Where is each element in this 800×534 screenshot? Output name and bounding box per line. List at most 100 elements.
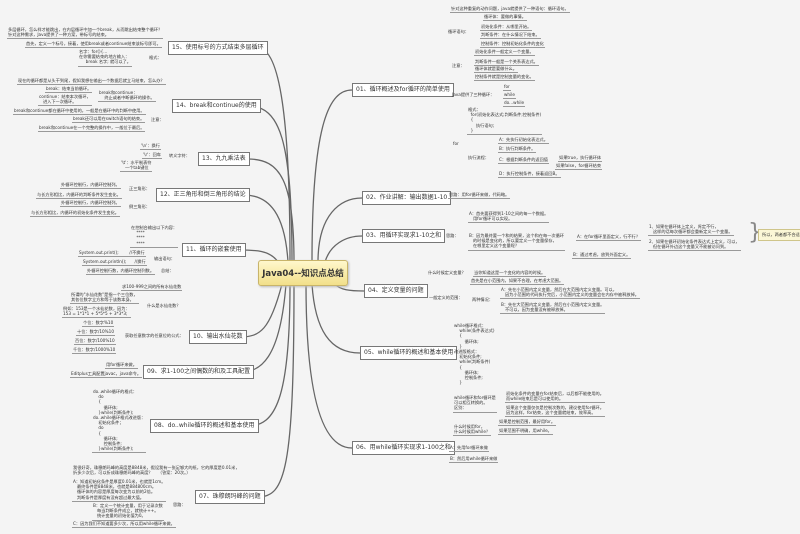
leaf-topic[interactable]: '\n'：换行 — [140, 143, 161, 151]
leaf-topic[interactable]: System.out.println(); //换行 — [82, 259, 147, 267]
leaf-topic[interactable]: 当你知道这是一个变化的内容的时候。 — [473, 270, 547, 278]
leaf-topic[interactable]: 初始化条件的变量在for结束后，以后都不能使用的。 而while结束后是可以使用… — [505, 391, 605, 404]
leaf-topic[interactable]: do..while循环的格式： do { 循环体; }while(判断条件); … — [92, 389, 147, 454]
branch-12-triangles[interactable]: 12、正三角形和倒三角形的结论 — [156, 188, 250, 202]
leaf-topic[interactable]: 控制条件：控制初始化条件的变化 — [480, 41, 545, 49]
leaf-topic[interactable]: 外循环控制行数，内循环控制列数。 — [86, 268, 156, 276]
leaf-topic[interactable]: break和continue： 终止或者中断循环的操作。 — [98, 90, 156, 103]
leaf-topic[interactable]: B：先在大范围内定义变量，然后在小范围内定义变量。 不可以，因为变量没有被释放掉… — [500, 302, 606, 315]
subtopic-label[interactable]: 注意： — [452, 63, 465, 68]
leaf-topic[interactable]: A：先在小范围内定义变量，然后在大范围内定义变量。可以， 因为小范围的代码执行完… — [500, 287, 640, 300]
leaf-topic[interactable]: 千位：数字/1000%10 — [72, 347, 117, 355]
leaf-topic[interactable]: C：因为我们不知道要多少次，所以用while循环来做。 — [72, 521, 176, 529]
leaf-topic[interactable]: 如果这个变量仅仅是控制次数的，建议使用for循环。 因为这样，for结束，这个变… — [505, 405, 605, 418]
leaf-topic[interactable]: 外循环控制行，内循环控制列。 — [60, 200, 121, 208]
subtopic-label[interactable]: for — [453, 141, 459, 146]
leaf-topic[interactable]: A：知道初始化条件是厚度0.01米，也就是1cm。 最终条件是8848米，也就是… — [72, 479, 167, 502]
leaf-topic[interactable]: 如果false，for循环结束 — [555, 163, 603, 171]
leaf-topic[interactable]: D：执行控制条件，接着返回B。 — [498, 171, 561, 179]
branch-08-do-while[interactable]: 08、do..while循环的概述和基本使用 — [150, 419, 259, 433]
leaf-topic[interactable]: 与长方形相比，内循环的判断条件发生变化。 — [36, 192, 122, 200]
callout-note[interactable]: 所以，两者都不合适。 — [758, 229, 800, 241]
leaf-topic[interactable]: 判断条件一般是一个关系表达式。 — [474, 59, 539, 67]
leaf-topic[interactable]: B：执行判断条件。 — [498, 146, 537, 154]
leaf-topic[interactable]: 2、如果在循环初始化条件表达式上定义，可以， 但在循环外边这个变量又不能被访问到… — [648, 239, 741, 252]
leaf-topic[interactable]: break和continue都在循环中使用的，一般是在循环中的判断中使用。 — [13, 108, 146, 116]
leaf-topic[interactable]: do...while — [503, 100, 526, 108]
subtopic-label[interactable]: 什么是水仙花数？ — [147, 303, 181, 308]
subtopic-label[interactable]: while循环格式： while(条件表达式) { 循环体; } 改进版格式： … — [454, 323, 495, 386]
leaf-topic[interactable]: 如果true，执行循环体 — [558, 155, 603, 163]
branch-03-sum-1-10[interactable]: 03、用循环实现求1-10之和 — [362, 229, 446, 243]
subtopic-label[interactable]: 总结： — [161, 268, 174, 273]
leaf-topic[interactable]: B：通过考虑，放到外面定义。 — [572, 252, 632, 260]
leaf-topic[interactable]: 用for循环来做。 — [105, 362, 138, 370]
subtopic-label[interactable]: 思路： — [173, 502, 186, 507]
leaf-topic[interactable]: '\t'：水平制表符 一个tab键位 — [120, 160, 153, 173]
leaf-topic[interactable]: 什么时候用for， 什么时候用while？ — [453, 424, 492, 437]
leaf-topic[interactable]: 求100-999之间的所有水仙花数 — [121, 284, 183, 292]
branch-13-multiplication-table[interactable]: 13、九九乘法表 — [198, 152, 250, 166]
leaf-topic[interactable]: break还可以用在switch语句的结束。 — [72, 116, 146, 124]
leaf-topic[interactable]: B：然后用while循环来做 — [449, 456, 499, 464]
leaf-topic[interactable]: C：根据判断条件的返回值 — [498, 157, 549, 165]
leaf-topic[interactable]: break和continue在一个完整的操作中，一般位于最后。 — [38, 125, 146, 133]
leaf-topic[interactable]: 1、如果在循环体上定义，肯定不行， 这样的话每次循环都会重新定义一个变量。 — [648, 224, 734, 237]
subtopic-label[interactable]: 我很好奇，珠穆朗玛峰的高度是8848米，假设我有一张足够大的纸，它的厚度是0.0… — [73, 465, 240, 476]
branch-02-output-1-10[interactable]: 02、作业讲解：输出数据1-10 — [362, 191, 452, 205]
leaf-topic[interactable]: '\r'：回车 — [142, 152, 162, 160]
leaf-topic[interactable]: A：在for循环里面定义，行不行？ — [576, 234, 642, 242]
leaf-topic[interactable]: 针对这种重复的动作问题，java就提供了一种语句：循环语句。 — [450, 6, 570, 14]
leaf-topic[interactable]: 个位：数字%10 — [82, 320, 115, 328]
leaf-topic[interactable]: for — [503, 84, 511, 92]
leaf-topic[interactable]: 在控制台输出以下内容： **** **** **** — [130, 225, 179, 248]
leaf-topic[interactable]: break：结束当前循环。 — [45, 86, 93, 94]
subtopic-label[interactable]: 注意： — [151, 117, 164, 122]
leaf-topic[interactable]: System.out.print(); //不换行 — [78, 250, 146, 258]
branch-05-while-loop[interactable]: 05、while循环的概述和基本使用 — [360, 346, 458, 360]
leaf-topic[interactable]: 首先是在小范围内，如果不合理，在考虑大范围。 — [470, 278, 565, 286]
subtopic-label[interactable]: 倒三角形： — [129, 204, 150, 209]
subtopic-label[interactable]: 获取任意数字的任意位的公式： — [125, 333, 184, 338]
leaf-topic[interactable]: 格式： for(初始化表达式;判断条件;控制条件) { 执行语句; } — [467, 107, 543, 136]
leaf-topic[interactable]: continue：结束本次循环， 进入下一次循环。 — [38, 94, 92, 107]
branch-11-nested-loops[interactable]: 11、循环的嵌套使用 — [182, 243, 246, 257]
subtopic-label[interactable]: Java提供了三种循环： — [452, 92, 495, 97]
subtopic-label[interactable]: 一般定义的范围： — [429, 295, 463, 300]
branch-14-break-continue[interactable]: 14、break和continue的使用 — [172, 99, 261, 113]
central-topic[interactable]: Java04--知识点总结 — [258, 260, 348, 286]
subtopic-label[interactable]: 格式： — [149, 55, 162, 60]
branch-07-everest[interactable]: 07、珠穆朗玛峰的问题 — [195, 490, 265, 504]
leaf-topic[interactable]: 判断条件：在什么情况下结束。 — [480, 32, 541, 40]
branch-15-labeled-break[interactable]: 15、使用标号的方式结束多层循环 — [168, 41, 268, 55]
leaf-topic[interactable]: B：定义一个统计变量，用于记录次数 每当判断条件成立，就统计++。 统计变量的初… — [92, 503, 164, 521]
branch-06-while-sum[interactable]: 06、用while循环实现求1-100之和 — [352, 441, 455, 455]
leaf-topic[interactable]: 初始化条件：从哪里开始。 — [480, 24, 533, 32]
subtopic-label[interactable]: 转义字符： — [169, 153, 190, 158]
leaf-topic[interactable]: A：首先要获得到1-10之间的每一个数据。 用for循环可以实现。 — [468, 211, 550, 224]
leaf-topic[interactable]: while循环和for循环是 可以相互转换的。 区别： — [453, 395, 497, 413]
leaf-topic[interactable]: 首先，定义一个标号，接着，使用break或者continue结束该标号即可。 — [25, 41, 162, 49]
leaf-topic[interactable]: Editplus工具配置javac，java命令。 — [70, 371, 143, 379]
leaf-topic[interactable]: 与长方形相比，内循环的初始化条件发生变化。 — [30, 210, 120, 218]
leaf-topic[interactable]: 百位：数字/100%10 — [74, 338, 116, 346]
subtopic-label[interactable]: 执行流程： — [468, 155, 489, 160]
leaf-topic[interactable]: 名字：for(){... 在你需要结束的地方输入： break 名字; 就可以了… — [78, 49, 132, 67]
leaf-topic[interactable]: B：因为最终要一个和的结果，这个和在每一次循环 的时候是变化的，所以要定义一个变… — [468, 233, 565, 251]
subtopic-label[interactable]: 循环语句： — [448, 29, 469, 34]
leaf-topic[interactable]: 控制条件就是控制变量的变化。 — [474, 74, 535, 82]
leaf-topic[interactable]: 思路：用for循环来做，代码略。 — [448, 192, 511, 200]
subtopic-label[interactable]: 输出语句： — [154, 256, 175, 261]
leaf-topic[interactable]: 循环体：要做的事情。 — [483, 14, 527, 22]
branch-10-narcissistic-numbers[interactable]: 10、输出水仙花数 — [189, 330, 247, 344]
leaf-topic[interactable]: 所谓的"水仙花数"是指一个三位数， 其各位数字立方和等于该数本身。 — [70, 292, 139, 305]
branch-09-even-sum[interactable]: 09、求1-100之间偶数的和及工具配置 — [143, 365, 255, 379]
subtopic-label[interactable]: 正三角形： — [129, 186, 150, 191]
subtopic-label[interactable]: 两种情况： — [472, 297, 493, 302]
branch-04-variable-definition[interactable]: 04、定义变量的问题 — [364, 284, 428, 298]
leaf-topic[interactable]: 外循环控制行，内循环控制列。 — [60, 182, 121, 190]
leaf-topic[interactable]: 十位：数字/10%10 — [76, 329, 115, 337]
subtopic-label[interactable]: 什么时候定义变量？ — [428, 270, 466, 275]
leaf-topic[interactable]: while — [503, 92, 516, 100]
leaf-topic[interactable]: 现在的循环都是从头干到尾，假如我想在输出一个数据后就立马结束，怎么办？ — [17, 78, 166, 86]
